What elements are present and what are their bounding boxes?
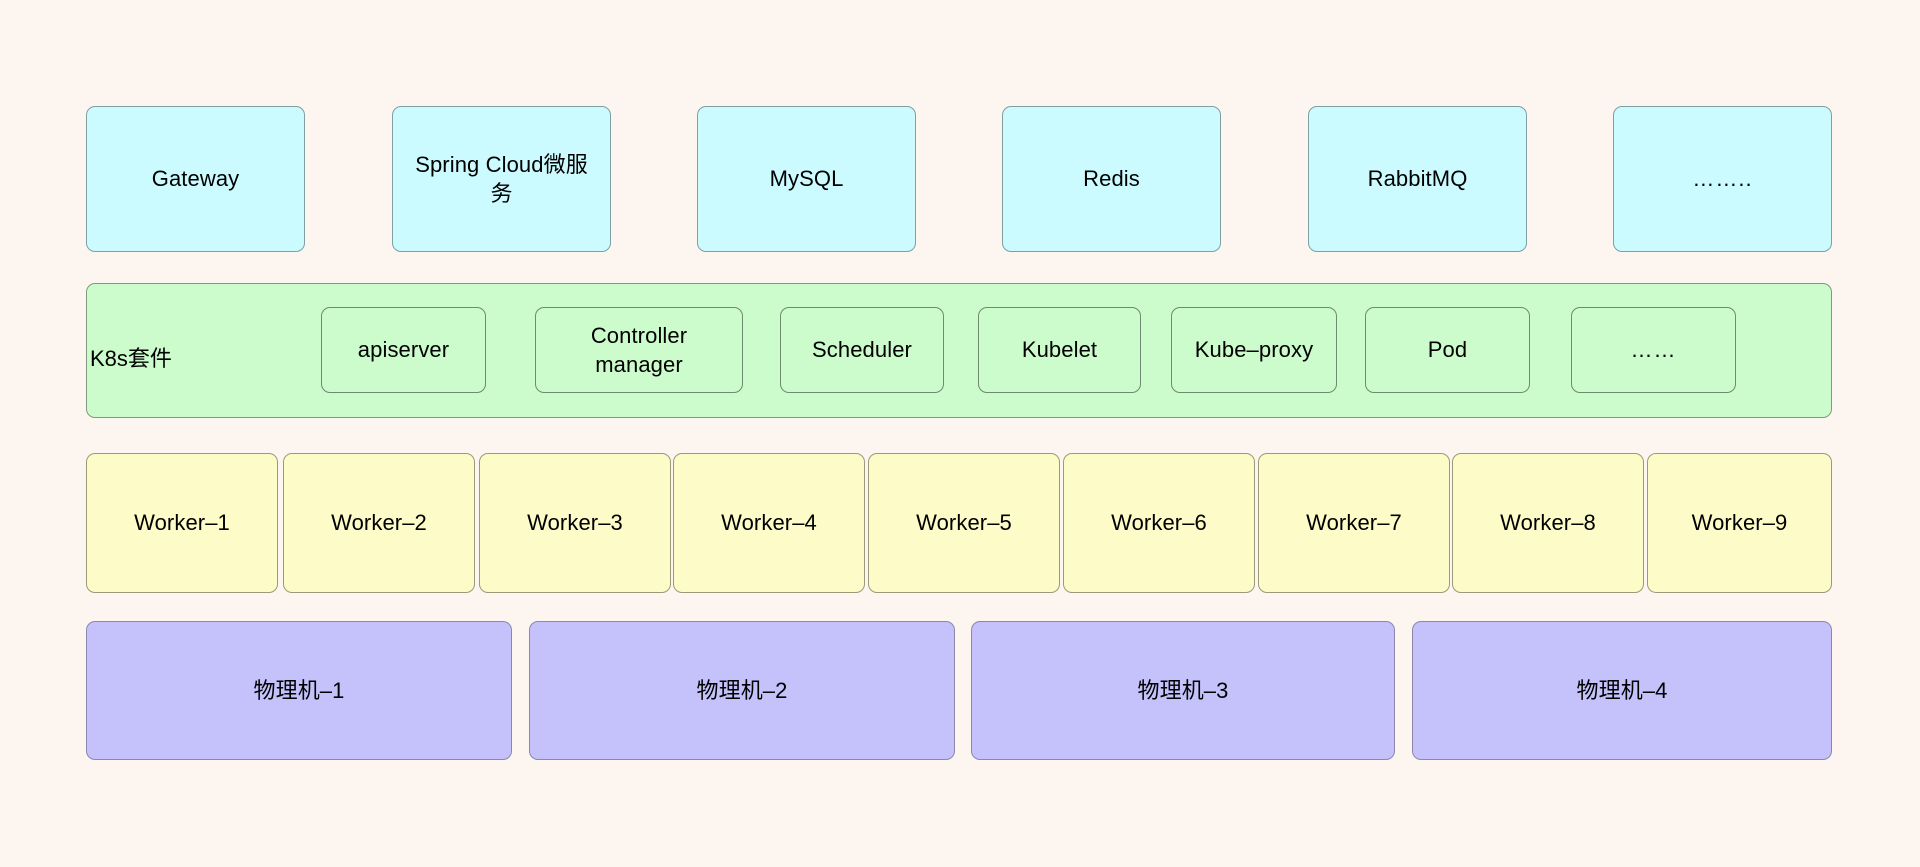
node-worker-8[interactable]: Worker–8 — [1452, 453, 1644, 593]
node-gateway[interactable]: Gateway — [86, 106, 305, 252]
node-apiserver[interactable]: apiserver — [321, 307, 486, 393]
node-physical-machine-3[interactable]: 物理机–3 — [971, 621, 1395, 760]
node-physical-machine-2[interactable]: 物理机–2 — [529, 621, 955, 760]
node-worker-5[interactable]: Worker–5 — [868, 453, 1060, 593]
node-spring-cloud-microservice[interactable]: Spring Cloud微服务 — [392, 106, 611, 252]
node-worker-9[interactable]: Worker–9 — [1647, 453, 1832, 593]
node-mysql[interactable]: MySQL — [697, 106, 916, 252]
node-controller-manager[interactable]: Controller manager — [535, 307, 743, 393]
node-scheduler[interactable]: Scheduler — [780, 307, 944, 393]
node-worker-4[interactable]: Worker–4 — [673, 453, 865, 593]
node-pod[interactable]: Pod — [1365, 307, 1530, 393]
node-physical-machine-4[interactable]: 物理机–4 — [1412, 621, 1832, 760]
node-worker-2[interactable]: Worker–2 — [283, 453, 475, 593]
node-worker-7[interactable]: Worker–7 — [1258, 453, 1450, 593]
node-worker-3[interactable]: Worker–3 — [479, 453, 671, 593]
node-kube-proxy[interactable]: Kube–proxy — [1171, 307, 1337, 393]
node-physical-machine-1[interactable]: 物理机–1 — [86, 621, 512, 760]
node-redis[interactable]: Redis — [1002, 106, 1221, 252]
node-rabbitmq[interactable]: RabbitMQ — [1308, 106, 1527, 252]
k8s-suite-label: K8s套件 — [90, 346, 172, 371]
node-k8s-ellipsis[interactable]: …… — [1571, 307, 1736, 393]
node-application-ellipsis[interactable]: …….. — [1613, 106, 1832, 252]
node-worker-6[interactable]: Worker–6 — [1063, 453, 1255, 593]
node-worker-1[interactable]: Worker–1 — [86, 453, 278, 593]
node-kubelet[interactable]: Kubelet — [978, 307, 1141, 393]
